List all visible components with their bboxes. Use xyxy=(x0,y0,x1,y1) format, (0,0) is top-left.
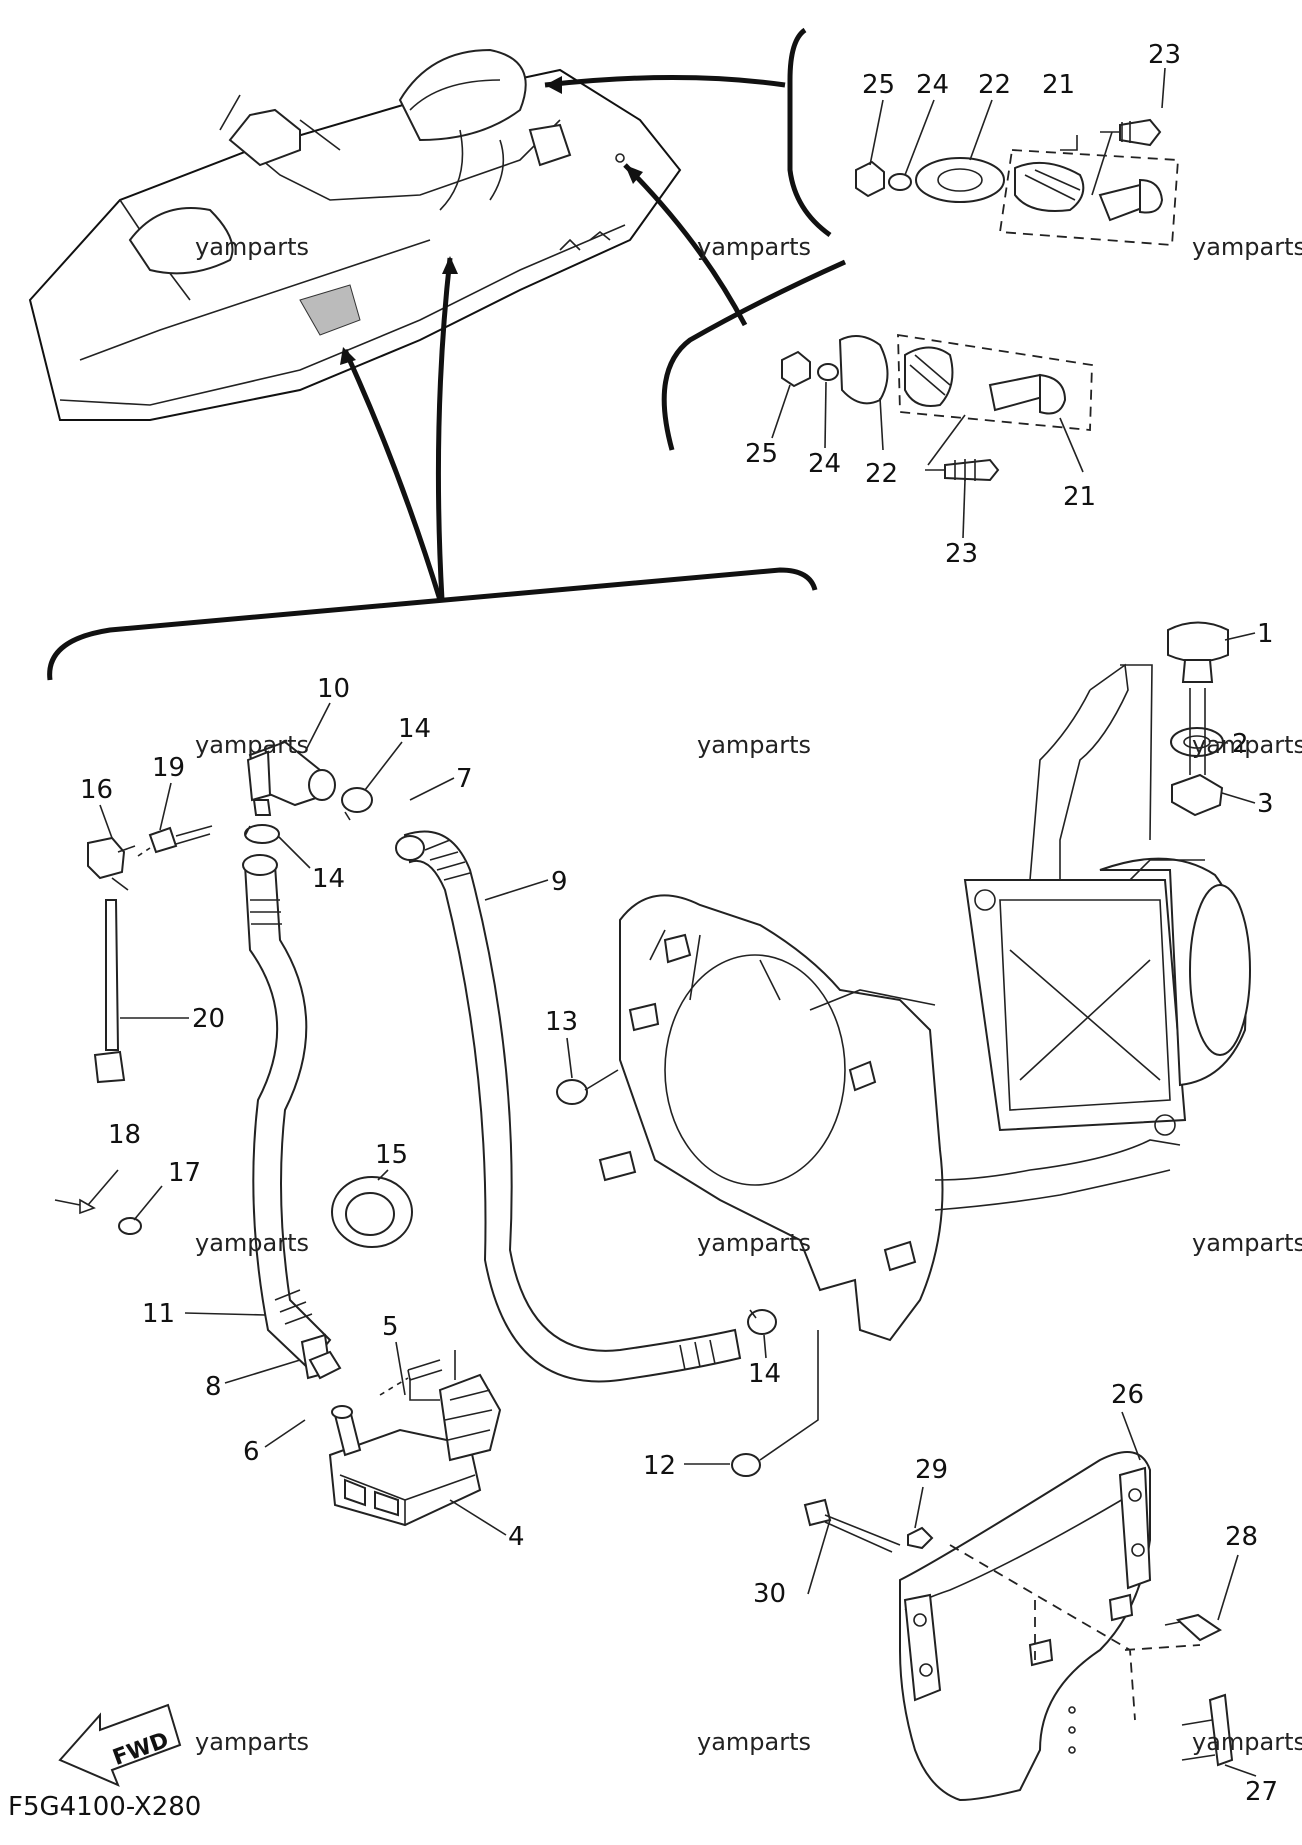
callout-7: 7 xyxy=(456,764,473,794)
callout-25-lower: 25 xyxy=(745,439,778,469)
fitting-kit-upper xyxy=(855,118,1179,246)
callout-8: 8 xyxy=(205,1372,222,1402)
callout-24-lower: 24 xyxy=(808,449,841,479)
callout-9: 9 xyxy=(551,867,568,897)
callout-13: 13 xyxy=(545,1007,578,1037)
seal-15 xyxy=(331,1176,413,1248)
callout-22-lower: 22 xyxy=(865,459,898,489)
callout-24-upper: 24 xyxy=(916,70,949,100)
callout-12: 12 xyxy=(643,1451,676,1481)
overview-arrows xyxy=(340,75,786,601)
callout-6: 6 xyxy=(243,1437,260,1467)
callout-23-upper: 23 xyxy=(1148,40,1181,70)
watermark: yamparts xyxy=(195,1728,309,1756)
callout-23-lower: 23 xyxy=(945,539,978,569)
callout-14c: 14 xyxy=(748,1359,781,1389)
callout-21-upper: 21 xyxy=(1042,70,1075,100)
watermark: yamparts xyxy=(697,1728,811,1756)
callout-22-upper: 22 xyxy=(978,70,1011,100)
hose-9 xyxy=(395,830,742,1383)
watermark: yamparts xyxy=(1192,1229,1302,1257)
callout-17: 17 xyxy=(168,1158,201,1188)
callout-29: 29 xyxy=(915,1455,948,1485)
callout-19: 19 xyxy=(152,753,185,783)
callout-5: 5 xyxy=(382,1312,399,1342)
watermark: yamparts xyxy=(195,233,309,261)
small-parts-left xyxy=(54,825,213,1235)
fitting-kit-lower xyxy=(781,333,1093,482)
callout-2: 2 xyxy=(1232,729,1249,759)
intake-housing xyxy=(598,894,1181,1342)
fwd-arrow-icon: FWD xyxy=(58,1703,182,1787)
callout-30: 30 xyxy=(753,1579,786,1609)
watermark: yamparts xyxy=(1192,233,1302,261)
control-box-4 xyxy=(308,1350,502,1527)
clamps-14 xyxy=(244,787,777,1335)
fitting-10 xyxy=(246,740,336,816)
callout-4: 4 xyxy=(508,1522,525,1552)
callout-20: 20 xyxy=(192,1004,225,1034)
watercraft-illustration xyxy=(28,48,682,421)
callout-1: 1 xyxy=(1257,619,1274,649)
watermarks: yamparts yamparts yamparts yamparts yamp… xyxy=(195,233,1302,1756)
callout-18: 18 xyxy=(108,1120,141,1150)
watermark: yamparts xyxy=(195,731,309,759)
ride-plate-assembly xyxy=(803,1451,1234,1802)
watermark: yamparts xyxy=(697,233,811,261)
callout-14a: 14 xyxy=(398,714,431,744)
clamp-13 xyxy=(556,1069,619,1105)
callout-14b: 14 xyxy=(312,864,345,894)
callout-16: 16 xyxy=(80,775,113,805)
watermark: yamparts xyxy=(195,1229,309,1257)
callout-10: 10 xyxy=(317,674,350,704)
callout-numbers: 1 2 3 4 5 6 7 8 9 10 11 12 13 14 14 14 1… xyxy=(80,40,1278,1807)
callout-27: 27 xyxy=(1245,1777,1278,1807)
callout-26: 26 xyxy=(1111,1380,1144,1410)
callout-11: 11 xyxy=(142,1299,175,1329)
watermark: yamparts xyxy=(697,1229,811,1257)
callout-25-upper: 25 xyxy=(862,70,895,100)
watermark: yamparts xyxy=(697,731,811,759)
watermark: yamparts xyxy=(1192,731,1302,759)
jet-pump-housing xyxy=(963,663,1251,1136)
callout-leaders xyxy=(87,67,1257,1777)
hose-11 xyxy=(242,854,332,1380)
callout-3: 3 xyxy=(1257,789,1274,819)
callout-15: 15 xyxy=(375,1140,408,1170)
drain-plug-parts xyxy=(1120,621,1229,841)
detail-brackets xyxy=(47,27,847,681)
clamp-12 xyxy=(731,1330,819,1477)
watermark: yamparts xyxy=(1192,1728,1302,1756)
callout-28: 28 xyxy=(1225,1522,1258,1552)
drawing-code: F5G4100-X280 xyxy=(8,1792,201,1822)
callout-21-lower: 21 xyxy=(1063,482,1096,512)
